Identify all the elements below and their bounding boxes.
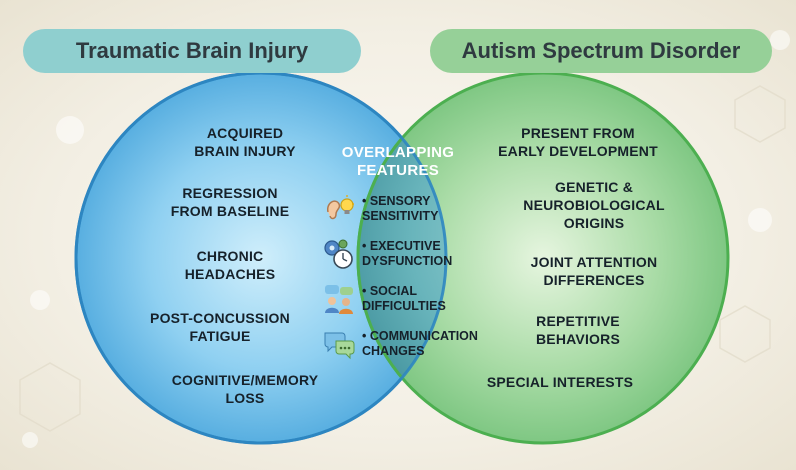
- background-hexagons: [19, 85, 786, 432]
- left-title: Traumatic Brain Injury: [23, 29, 361, 73]
- right-item-special-interests: SPECIAL INTERESTS: [486, 374, 634, 390]
- speech-bubbles-icon: [324, 332, 355, 360]
- ear-lightbulb-icon: [327, 195, 354, 220]
- gears-clock-icon: [324, 239, 353, 269]
- people-speech-icon: [325, 285, 353, 314]
- right-title: Autism Spectrum Disorder: [430, 29, 772, 73]
- background-bokeh: [22, 30, 790, 448]
